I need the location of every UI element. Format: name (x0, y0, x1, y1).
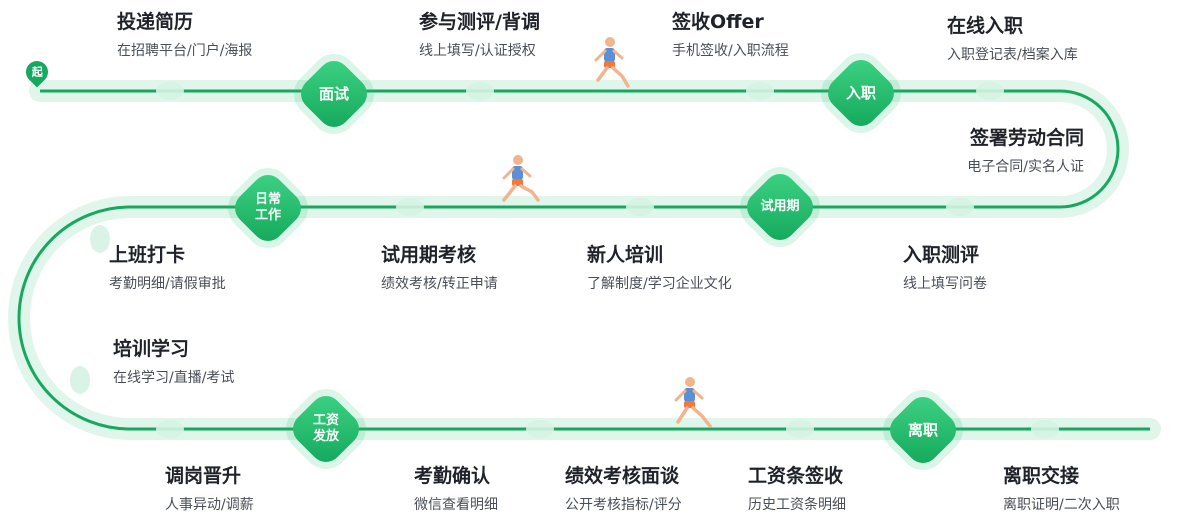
node-interview-label: 面试 (318, 85, 349, 103)
step-clock-in: 上班打卡 考勤明细/请假审批 (109, 243, 226, 293)
node-resignation-label: 离职 (907, 421, 938, 439)
step-title: 入职测评 (903, 244, 980, 266)
step-sign-contract: 签署劳动合同 电子合同/实名人证 (946, 126, 1084, 176)
step-title: 签署劳动合同 (969, 127, 1084, 149)
step-subtitle: 考勤明细/请假审批 (109, 276, 226, 292)
step-training-study: 培训学习 在线学习/直播/考试 (113, 337, 234, 387)
step-subtitle: 了解制度/学习企业文化 (587, 276, 732, 292)
step-resignation-handover: 离职交接 离职证明/二次入职 (1003, 464, 1120, 514)
step-title: 在线入职 (947, 15, 1024, 37)
step-subtitle: 手机签收/入职流程 (672, 43, 789, 59)
step-title: 绩效考核面谈 (565, 465, 680, 487)
node-onboarding-label: 入职 (845, 84, 876, 102)
step-subtitle: 电子合同/实名人证 (967, 159, 1084, 175)
step-payslip-sign: 工资条签收 历史工资条明细 (748, 464, 846, 514)
step-title: 试用期考核 (381, 244, 477, 266)
node-daily-work: 日常 工作 (228, 168, 308, 248)
step-subtitle: 微信查看明细 (414, 497, 498, 513)
step-subtitle: 离职证明/二次入职 (1003, 497, 1120, 513)
node-probation-label: 试用期 (760, 199, 800, 214)
step-title: 上班打卡 (109, 244, 186, 266)
runner-icon (502, 155, 540, 202)
step-title: 培训学习 (113, 338, 190, 360)
step-subtitle: 历史工资条明细 (748, 497, 846, 513)
node-daily-work-label: 日常 工作 (254, 192, 281, 223)
start-marker-label: 起 (31, 66, 43, 79)
runner-icon (594, 37, 630, 88)
step-subtitle: 在线学习/直播/考试 (113, 370, 235, 386)
step-subtitle: 线上填写/认证授权 (419, 43, 536, 59)
step-attendance-confirm: 考勤确认 微信查看明细 (414, 464, 498, 514)
step-submit-resume: 投递简历 在招聘平台/门户/海报 (117, 10, 252, 60)
step-title: 调岗晋升 (165, 465, 242, 487)
step-sign-offer: 签收Offer 手机签收/入职流程 (672, 10, 789, 60)
step-subtitle: 在招聘平台/门户/海报 (117, 43, 253, 59)
step-transfer-promotion: 调岗晋升 人事异动/调薪 (165, 464, 254, 514)
step-subtitle: 绩效考核/转正申请 (381, 276, 498, 292)
node-probation: 试用期 (740, 167, 820, 247)
track-line (17, 89, 1150, 431)
step-title: 工资条签收 (748, 465, 844, 487)
step-title: 新人培训 (587, 244, 664, 266)
node-resignation: 离职 (883, 390, 963, 470)
step-probation-review: 试用期考核 绩效考核/转正申请 (381, 243, 498, 293)
step-subtitle: 公开考核指标/评分 (565, 497, 682, 513)
step-title: 参与测评/背调 (419, 11, 540, 33)
step-onboarding-survey: 入职测评 线上填写问卷 (903, 243, 987, 293)
step-assessment: 参与测评/背调 线上填写/认证授权 (419, 10, 540, 60)
runner-icon (674, 377, 712, 428)
node-payroll-label: 工资 发放 (312, 413, 339, 444)
step-title: 投递简历 (117, 11, 194, 33)
step-performance-talk: 绩效考核面谈 公开考核指标/评分 (565, 464, 682, 514)
step-online-onboarding: 在线入职 入职登记表/档案入库 (947, 14, 1078, 64)
node-payroll: 工资 发放 (286, 389, 366, 469)
step-subtitle: 人事异动/调薪 (165, 497, 254, 513)
step-title: 离职交接 (1003, 465, 1080, 487)
node-onboarding: 入职 (821, 53, 901, 133)
step-subtitle: 线上填写问卷 (903, 276, 987, 292)
step-title: 考勤确认 (414, 465, 491, 487)
step-subtitle: 入职登记表/档案入库 (947, 47, 1078, 63)
step-title: 签收Offer (672, 11, 764, 33)
node-interview: 面试 (294, 54, 374, 134)
step-new-hire-training: 新人培训 了解制度/学习企业文化 (587, 243, 732, 293)
